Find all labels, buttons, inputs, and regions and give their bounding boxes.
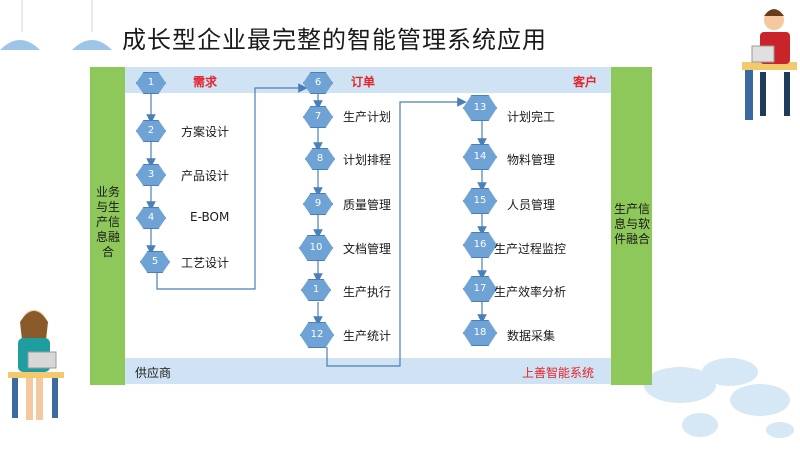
- flow-node-5: 5: [140, 251, 170, 273]
- flow-node-4-label: E-BOM: [190, 210, 230, 224]
- flow-node-7: 7: [303, 106, 333, 128]
- bottom-band: 供应商 上善智能系统: [125, 358, 611, 384]
- flow-diagram: [90, 67, 652, 385]
- flow-node-16-label: 生产过程监控: [494, 242, 567, 256]
- right-side-bar: 生产信息与软件融合: [611, 67, 652, 385]
- demand-label: 需求: [193, 75, 218, 89]
- flow-node-13-label: 计划完工: [507, 110, 556, 124]
- flow-node-6: 6: [303, 72, 333, 94]
- flow-node-4: 4: [136, 207, 166, 229]
- flow-node-14-label: 物料管理: [507, 153, 556, 167]
- lamp-icon: [0, 40, 40, 50]
- lamp-icon: [72, 40, 112, 50]
- flow-node-7-label: 生产计划: [343, 110, 392, 124]
- flow-node-5-label: 工艺设计: [181, 256, 230, 270]
- flow-node-9: 9: [303, 193, 333, 215]
- right-side-label: 生产信息与软件融合: [613, 202, 650, 246]
- flow-node-3: 3: [136, 164, 166, 186]
- flow-node-2: 2: [136, 120, 166, 142]
- flow-node-9-label: 质量管理: [343, 198, 392, 212]
- page-title: 成长型企业最完整的智能管理系统应用: [122, 26, 547, 54]
- person-at-desk-icon: [742, 9, 797, 120]
- order-label: 订单: [351, 75, 376, 89]
- flow-node-10-label: 文档管理: [343, 242, 392, 256]
- flow-node-3-label: 产品设计: [181, 169, 230, 183]
- flow-node-15-label: 人员管理: [507, 198, 556, 212]
- flow-node-12-label: 生产统计: [343, 329, 392, 343]
- flow-node-11: 1: [301, 279, 331, 301]
- flow-node-2-label: 方案设计: [181, 125, 230, 139]
- top-band: 需求 订单 客户: [125, 67, 611, 93]
- flow-node-8: 8: [305, 148, 335, 170]
- customer-label: 客户: [573, 75, 598, 89]
- flow-node-8-label: 计划排程: [343, 153, 392, 167]
- flow-node-1: 1: [136, 72, 166, 94]
- world-map-icon: [644, 358, 794, 438]
- system-label: 上善智能系统: [522, 366, 595, 380]
- left-side-bar: 业务与生产信息融合: [90, 67, 125, 385]
- flow-node-11-label: 生产执行: [343, 285, 392, 299]
- flow-node-18-label: 数据采集: [507, 329, 556, 343]
- person-at-desk-icon: [8, 310, 64, 420]
- supplier-label: 供应商: [135, 366, 172, 380]
- left-side-label: 业务与生产信息融合: [95, 185, 120, 259]
- flow-node-17-label: 生产效率分析: [494, 285, 567, 299]
